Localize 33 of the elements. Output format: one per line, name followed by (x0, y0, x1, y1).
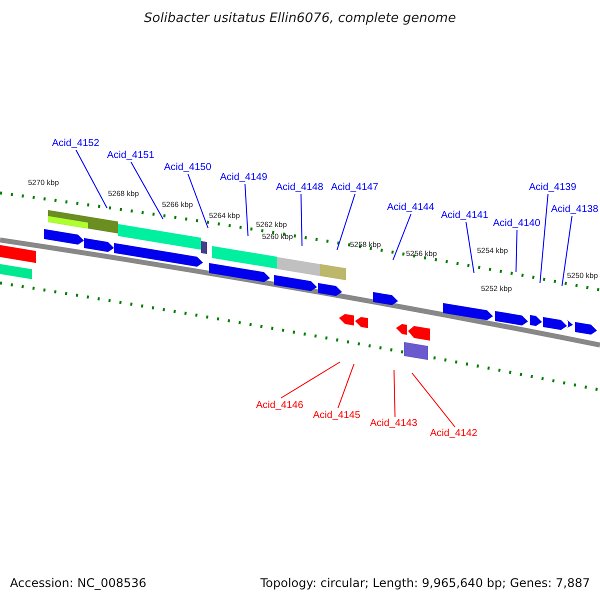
genome-info-text: Topology: circular; Length: 9,965,640 bp; Genes: 7,887 (260, 575, 590, 592)
leader-line (540, 194, 548, 284)
gene-label: Acid_4145 (313, 409, 360, 422)
gene-label: Acid_4138 (551, 203, 598, 216)
gene-label: Acid_4142 (430, 427, 478, 440)
leader-line (336, 194, 356, 250)
gene-label: Acid_4150 (164, 161, 212, 174)
accession-text: Accession: NC_008536 (10, 575, 146, 592)
gene-label: Acid_4152 (52, 137, 100, 150)
gene-label: Acid_4140 (493, 217, 540, 230)
leader-line (562, 216, 572, 286)
gene-label: Acid_4151 (107, 149, 154, 162)
leader-line (394, 370, 396, 418)
gene-label: Acid_4147 (331, 181, 378, 194)
leader-line (338, 364, 354, 408)
leader-line (76, 150, 108, 208)
chart-title: Solibacter usitatus Ellin6076, complete genome (143, 10, 457, 28)
leader-line (188, 174, 208, 228)
leader-line (244, 184, 248, 236)
leader-line (412, 372, 456, 428)
gene-label: Acid_4146 (256, 399, 304, 412)
leader-line (300, 194, 302, 246)
gene-label: Acid_4141 (441, 209, 488, 222)
leader-line (466, 222, 474, 274)
leader-line (392, 214, 412, 260)
leader-line (516, 230, 518, 272)
leader-line (280, 362, 340, 398)
leader-line (130, 162, 164, 220)
gene-label: Acid_4148 (276, 181, 324, 194)
gene-label: Acid_4139 (529, 181, 576, 194)
gene-label: Acid_4143 (370, 417, 418, 430)
gene-label: Acid_4144 (387, 201, 434, 214)
gene-label: Acid_4149 (220, 171, 268, 184)
